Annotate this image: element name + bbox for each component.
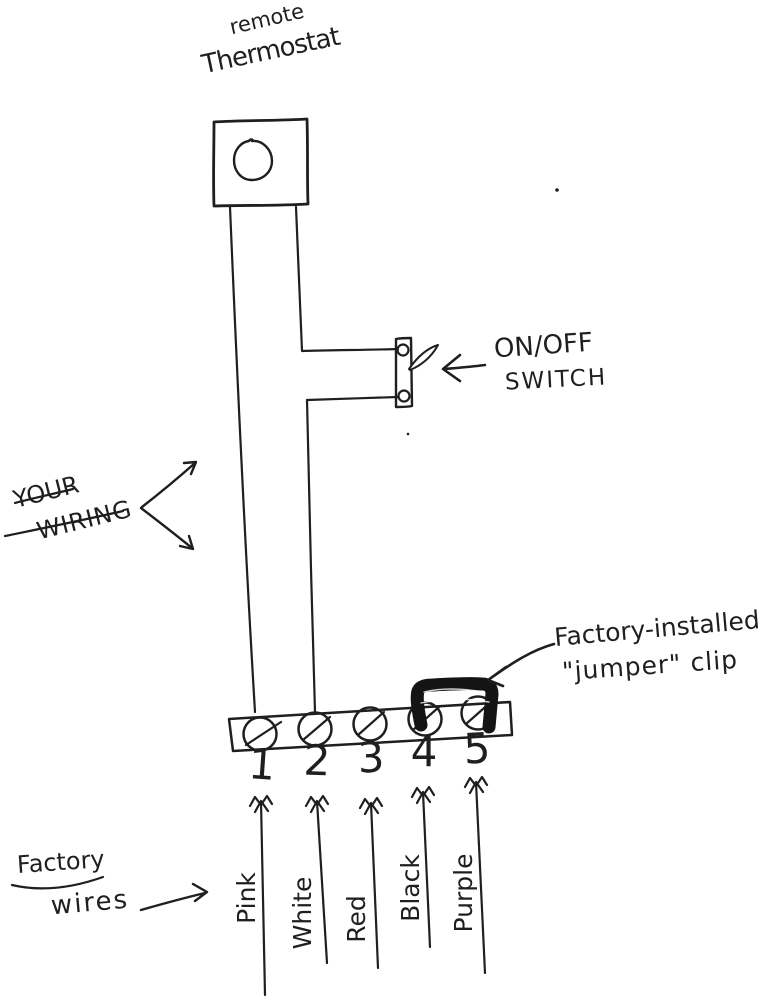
factory-wires-label-factory: Factory: [16, 844, 106, 880]
jumper-clip-highlight: [420, 688, 490, 704]
switch-label-switch: SWITCH: [504, 364, 608, 396]
jumper-clip: [410, 677, 499, 734]
factory-wires-label-wires: wires: [49, 884, 131, 922]
factory-wire-red: [358, 796, 384, 970]
wire-color-label-black: Black: [396, 854, 425, 922]
terminal-number-1: 1: [246, 739, 278, 790]
wire-thermostat-left: [228, 205, 257, 714]
switch-terminal-top: [396, 343, 410, 357]
factory-underline: [10, 875, 105, 890]
terminal-screw-3: [352, 706, 388, 742]
terminal-screw-3-slot: [356, 710, 386, 737]
terminal-screw-1: [242, 716, 278, 752]
your-wiring-arrow-lower: [139, 506, 195, 551]
wire-thermostat-right: [294, 205, 400, 353]
jumper-clip-arrow: [486, 642, 556, 688]
wire-color-label-red: Red: [342, 895, 371, 943]
factory-wire-white: [304, 794, 330, 965]
thermostat-dial-icon: [232, 138, 274, 182]
switch-lever: [408, 344, 439, 371]
switch-body: [394, 336, 414, 409]
factory-wires-arrow: [139, 882, 209, 912]
thermostat-box: [212, 117, 310, 208]
wire-color-label-pink: Pink: [232, 872, 261, 924]
switch-terminal-bottom: [397, 389, 411, 403]
wire-color-label-white: White: [288, 876, 317, 950]
terminal-screw-1-slot: [244, 720, 283, 747]
wiring-underline: [3, 509, 125, 538]
terminal-number-2: 2: [302, 735, 332, 786]
switch-arrow: [441, 353, 487, 383]
factory-wire-pink: [248, 794, 274, 997]
terminal-number-4: 4: [410, 727, 438, 776]
terminal-number-5: 5: [462, 723, 492, 774]
terminal-screw-2: [297, 711, 333, 747]
ink-speck: [406, 432, 410, 436]
wire-color-label-purple: Purple: [449, 853, 478, 933]
your-wiring-arrow-upper: [140, 460, 198, 509]
ink-speck: [555, 188, 559, 192]
your-underline: [13, 487, 75, 505]
terminal-number-3: 3: [356, 732, 386, 783]
terminal-screw-2-slot: [301, 715, 332, 742]
factory-wire-black: [410, 785, 436, 949]
factory-wire-purple: [463, 775, 489, 975]
wire-switch-to-terminal2: [305, 395, 400, 714]
